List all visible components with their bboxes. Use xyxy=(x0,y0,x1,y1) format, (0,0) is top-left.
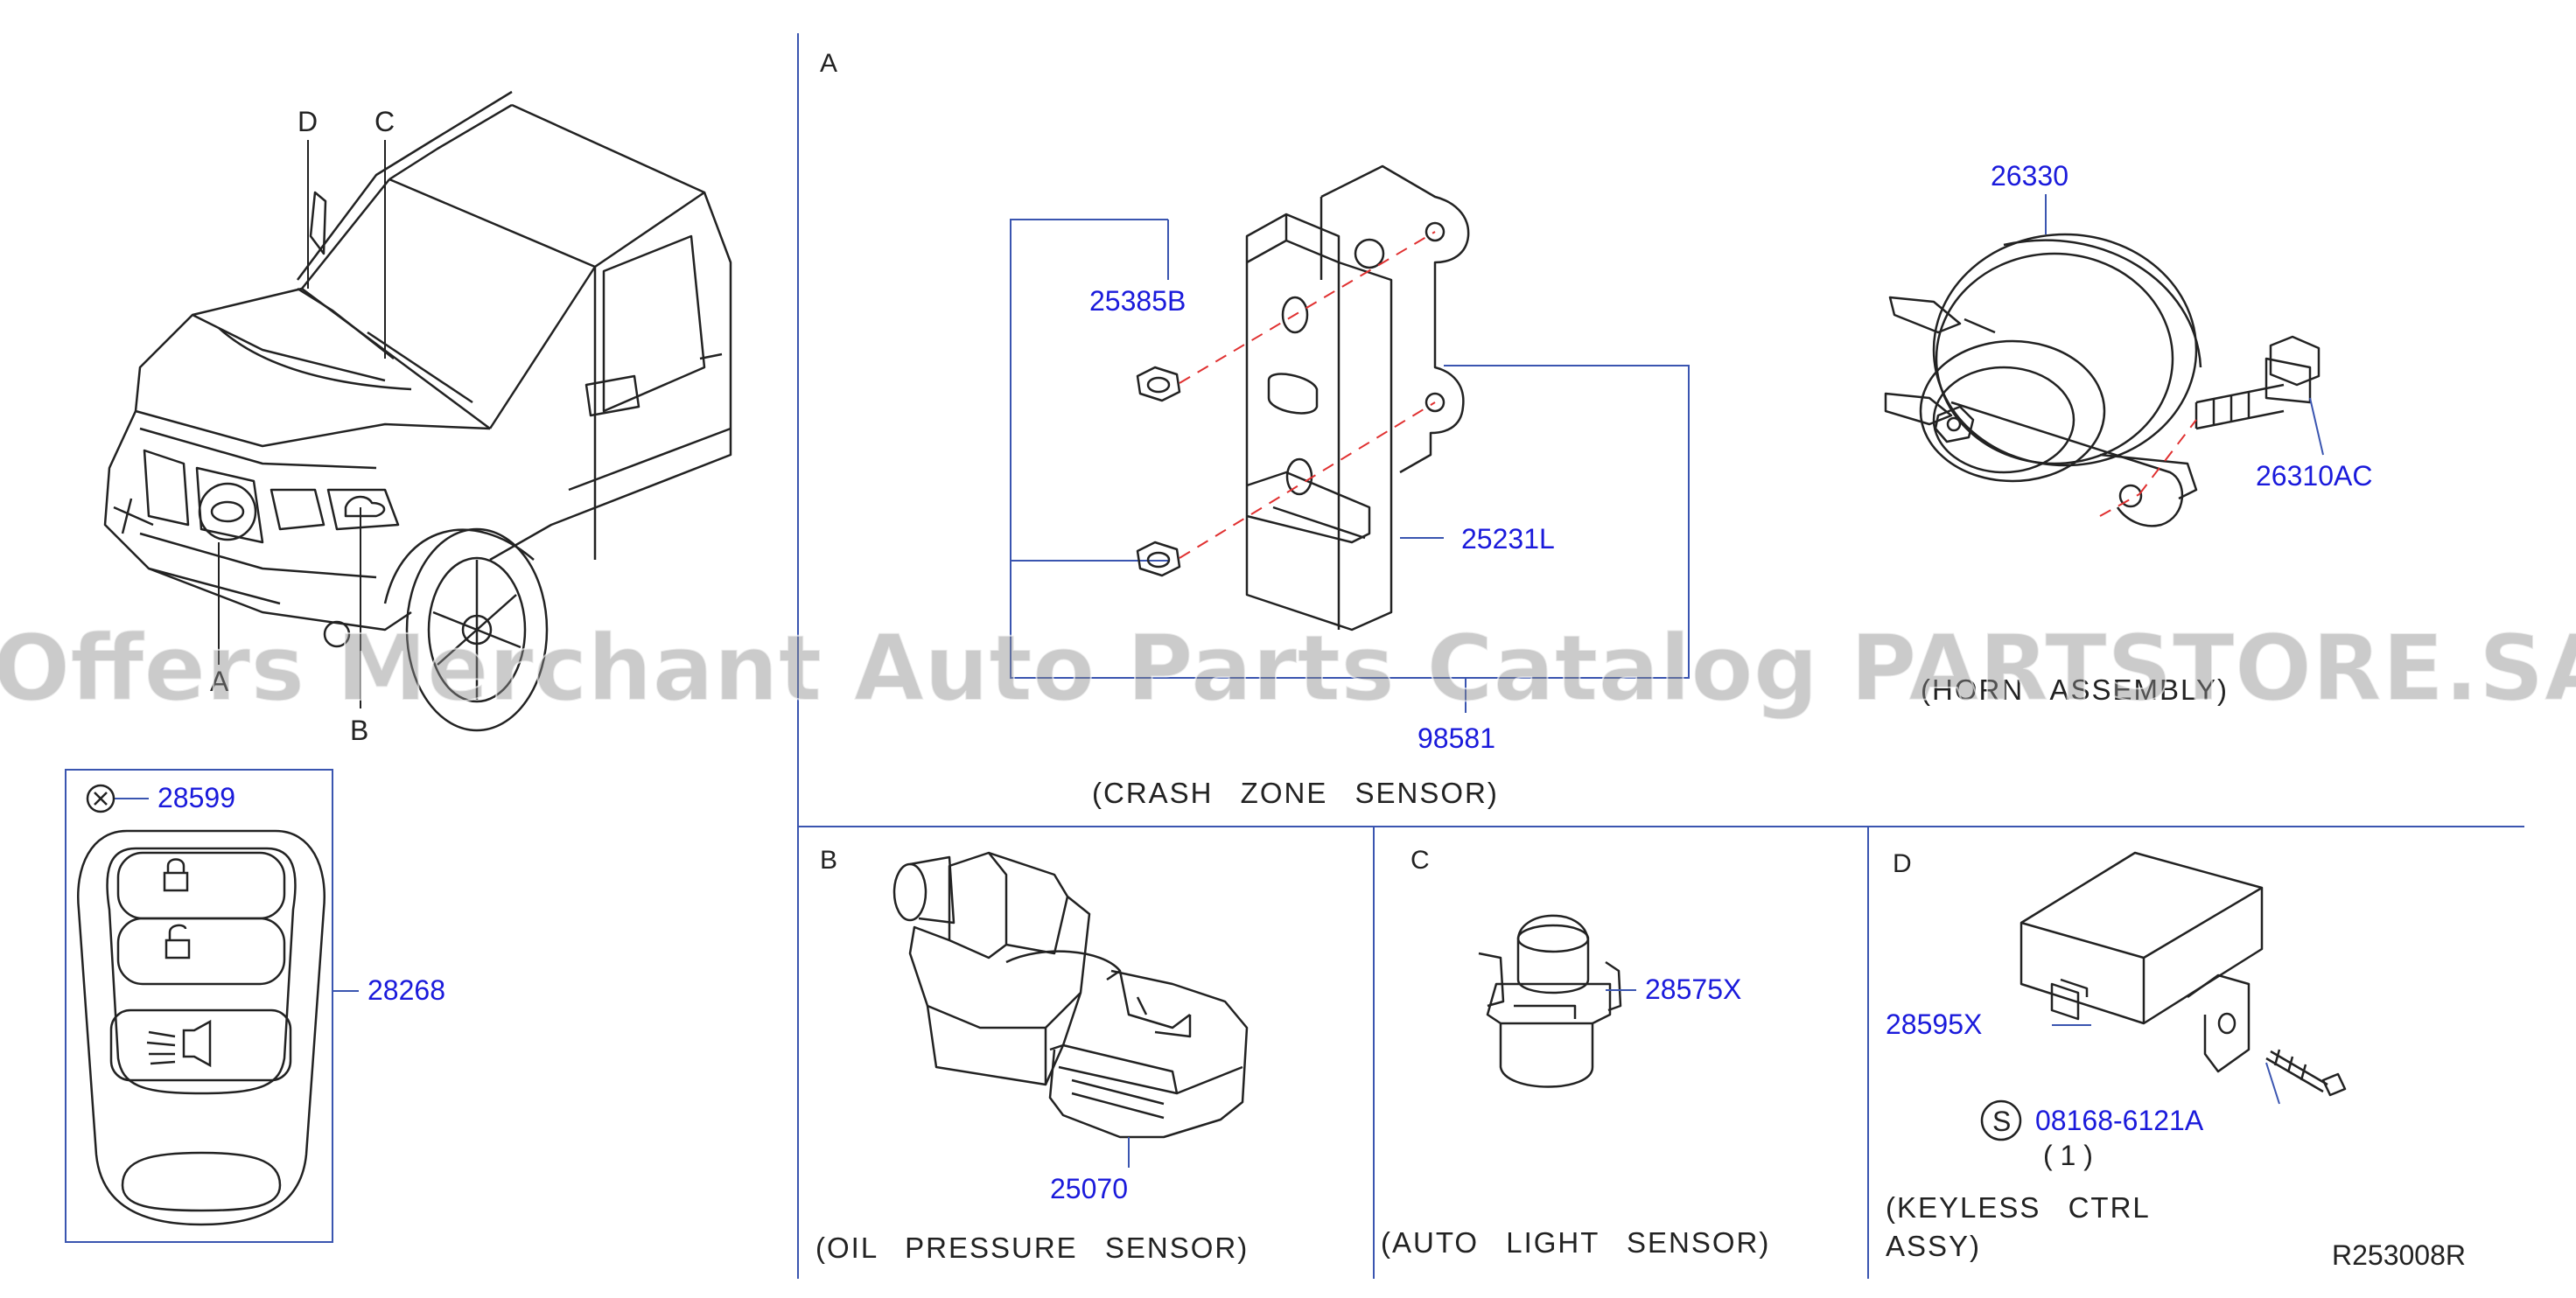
part-26330[interactable]: 26330 xyxy=(1991,160,2068,192)
callout-b: B xyxy=(350,715,368,746)
caption-keyless-ctrl-2: ASSY) xyxy=(1886,1230,1981,1262)
caption-oil-pressure-sensor: (OIL PRESSURE SENSOR) xyxy=(816,1232,1249,1264)
keyless-ctrl-illustration xyxy=(2020,851,2347,1097)
section-label-a: A xyxy=(820,49,837,78)
standard-part-s-mark xyxy=(1980,1099,2022,1141)
section-label-d: D xyxy=(1893,849,1912,878)
diagram-id: R253008R xyxy=(2332,1239,2466,1271)
crash-sensor-dashed xyxy=(1179,231,1436,559)
part-25231l[interactable]: 25231L xyxy=(1461,523,1555,555)
horn-dashed xyxy=(2099,419,2197,517)
vehicle-callout-lines xyxy=(218,140,386,708)
part-28575x[interactable]: 28575X xyxy=(1645,974,1741,1005)
horn-illustration xyxy=(1884,233,2320,527)
keyless-leader-lines xyxy=(2052,1024,2280,1105)
section-label-c: C xyxy=(1410,846,1430,875)
caption-crash-zone-sensor: (CRASH ZONE SENSOR) xyxy=(1092,777,1499,809)
callout-a: A xyxy=(210,666,229,697)
part-28268[interactable]: 28268 xyxy=(368,974,445,1006)
crash-sensor-illustration xyxy=(1136,164,1470,632)
watermark: Offers Merchant Auto Parts Catalog PARTS… xyxy=(0,615,2576,722)
part-98581[interactable]: 98581 xyxy=(1418,722,1495,754)
keyfob-illustration xyxy=(77,784,326,1226)
horn-leader-lines xyxy=(2045,194,2324,456)
part-28595x[interactable]: 28595X xyxy=(1886,1008,1982,1040)
auto-light-sensor-illustration xyxy=(1478,914,1622,1088)
part-25385b[interactable]: 25385B xyxy=(1089,285,1186,317)
caption-horn-assembly: (HORN ASSEMBLY) xyxy=(1921,673,2229,706)
crash-sensor-frame xyxy=(1010,219,1690,713)
keyfob-frame xyxy=(65,769,359,1243)
caption-keyless-ctrl-1: (KEYLESS CTRL xyxy=(1886,1191,2151,1224)
part-28599[interactable]: 28599 xyxy=(158,782,235,813)
callout-d: D xyxy=(298,106,318,137)
quantity-label: ( 1 ) xyxy=(2043,1140,2093,1171)
vehicle-illustration xyxy=(103,90,732,732)
caption-auto-light-sensor: (AUTO LIGHT SENSOR) xyxy=(1381,1226,1770,1259)
part-08168-6121a[interactable]: 08168-6121A xyxy=(2035,1105,2204,1136)
s-mark-letter: S xyxy=(1992,1106,2011,1137)
part-26310ac[interactable]: 26310AC xyxy=(2256,460,2372,492)
part-25070[interactable]: 25070 xyxy=(1050,1173,1128,1204)
callout-c: C xyxy=(374,106,395,137)
section-dividers xyxy=(797,33,2524,1279)
section-label-b: B xyxy=(820,846,837,875)
oil-sensor-illustration xyxy=(892,851,1249,1139)
